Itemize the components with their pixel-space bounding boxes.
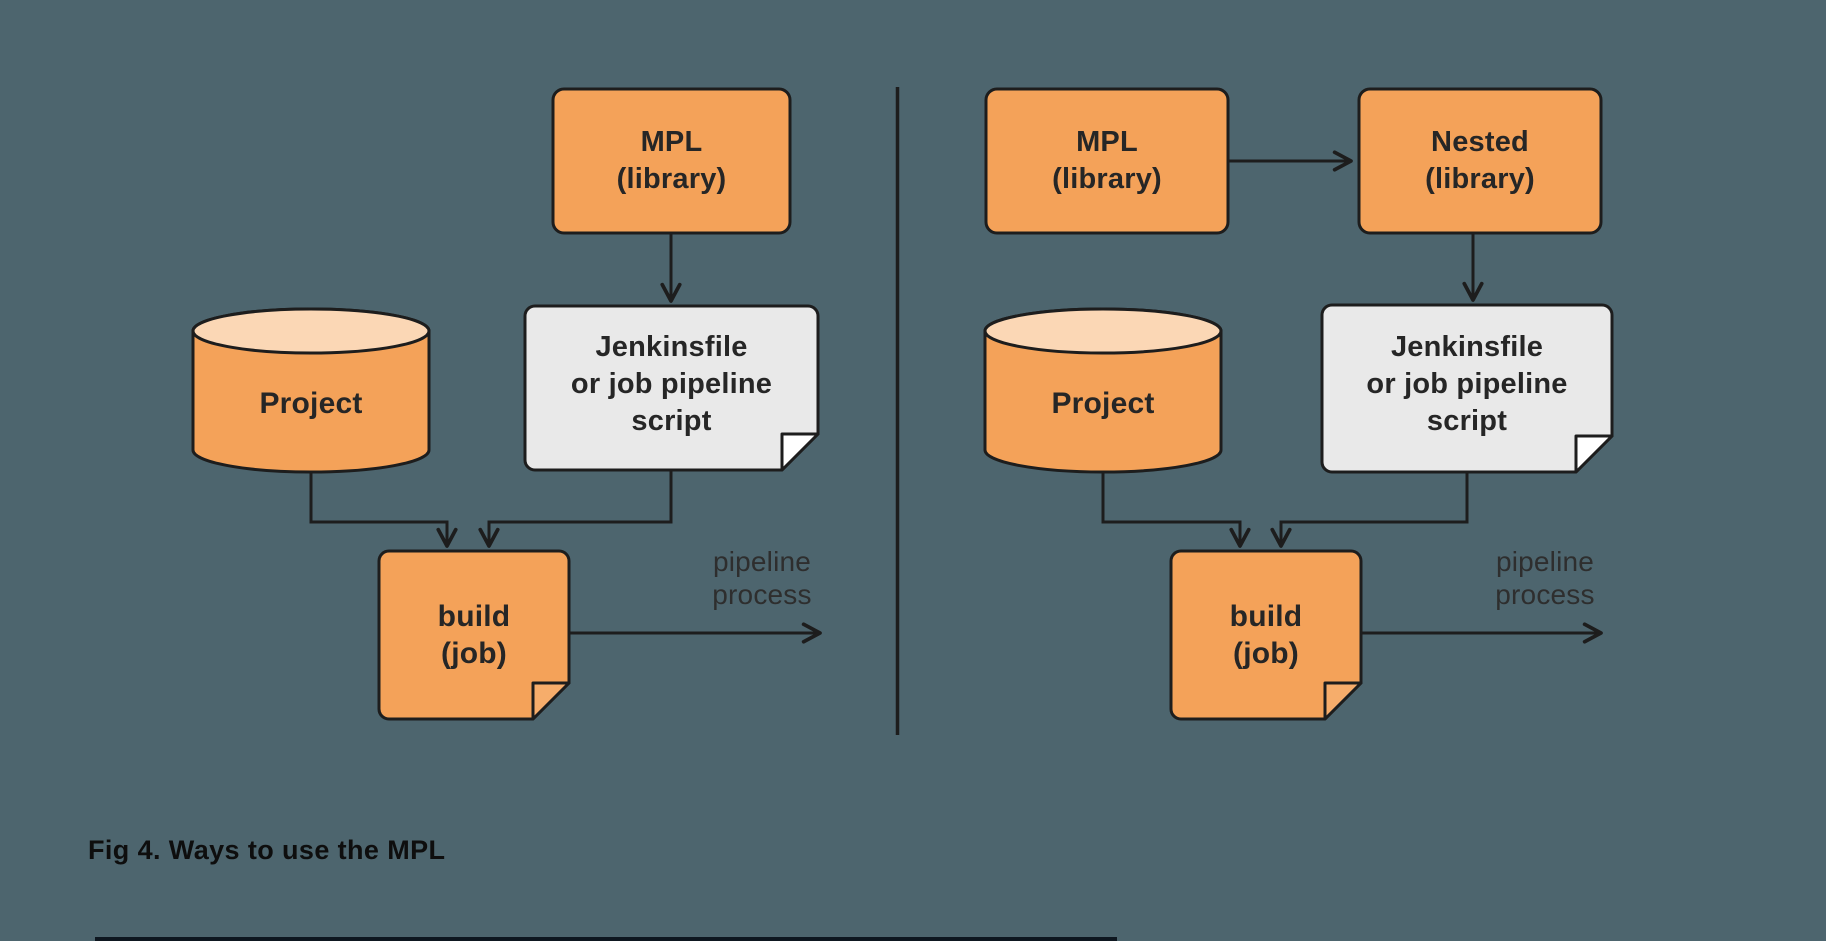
arrow-jenkinsfile-to-build-right [1270,472,1469,548]
jenkinsfile-line1: Jenkinsfile [595,330,748,363]
build-job-note-fold-left [531,681,571,721]
jenkinsfile-note-fold-right [1574,434,1614,474]
jenkinsfile-line3: script [1426,405,1508,437]
project-text: Project [1051,386,1155,420]
pipeline-process-label-right: pipeline process [1463,544,1627,612]
build-line1: build [1229,600,1303,633]
project-cylinder-top-right [983,307,1223,355]
arrow-project-to-build-left [309,472,458,548]
nested-library-box-right [1357,87,1603,235]
pipeline-line2: process [1495,579,1595,610]
mpl-line2: (library) [1052,163,1162,195]
pipeline-line1: pipeline [1495,546,1595,577]
mpl-line1: MPL [1076,126,1138,158]
arrow-project-to-build-right [1101,472,1251,548]
build-line2: (job) [1233,637,1299,670]
jenkinsfile-line2: or job pipeline [570,367,773,400]
build-job-note-right [1169,549,1363,721]
jenkinsfile-note-left [523,304,820,472]
build-job-note-left [377,549,571,721]
project-label-right: Project [985,343,1221,463]
project-label-left: Project [193,343,429,463]
jenkinsfile-note-fold-left [780,432,820,472]
mpl-library-box-left [551,87,792,235]
project-text: Project [259,386,363,420]
pipeline-line2: process [712,579,812,610]
mpl-library-label-left: MPL (library) [553,89,790,233]
jenkinsfile-label-left: Jenkinsfile or job pipeline script [525,302,818,466]
jenkinsfile-line1: Jenkinsfile [1390,331,1544,363]
build-job-note-fold-right [1323,681,1363,721]
build-job-label-right: build (job) [1171,551,1361,719]
mpl-library-label-right: MPL (library) [986,89,1228,233]
figure-caption: Fig 4. Ways to use the MPL [88,835,446,865]
jenkinsfile-note-right [1320,303,1614,474]
project-cylinder-top-left [191,307,431,355]
jenkinsfile-line2: or job pipeline [1366,368,1568,400]
pipeline-line1: pipeline [712,546,812,577]
build-line2: (job) [441,637,507,670]
nested-library-label-right: Nested (library) [1359,89,1601,233]
build-line1: build [437,600,511,633]
pipeline-process-label-left: pipeline process [680,544,844,612]
bottom-edge-bar [95,937,1117,941]
build-job-label-left: build (job) [379,551,569,719]
jenkinsfile-line3: script [631,404,712,437]
arrow-jenkinsfile-to-build-left [478,470,673,548]
nested-line2: (library) [1425,163,1535,195]
mpl-library-box-right [984,87,1230,235]
mpl-line1: MPL [640,126,703,158]
mpl-line2: (library) [616,163,727,195]
nested-line1: Nested [1431,126,1529,158]
jenkinsfile-label-right: Jenkinsfile or job pipeline script [1322,301,1612,468]
